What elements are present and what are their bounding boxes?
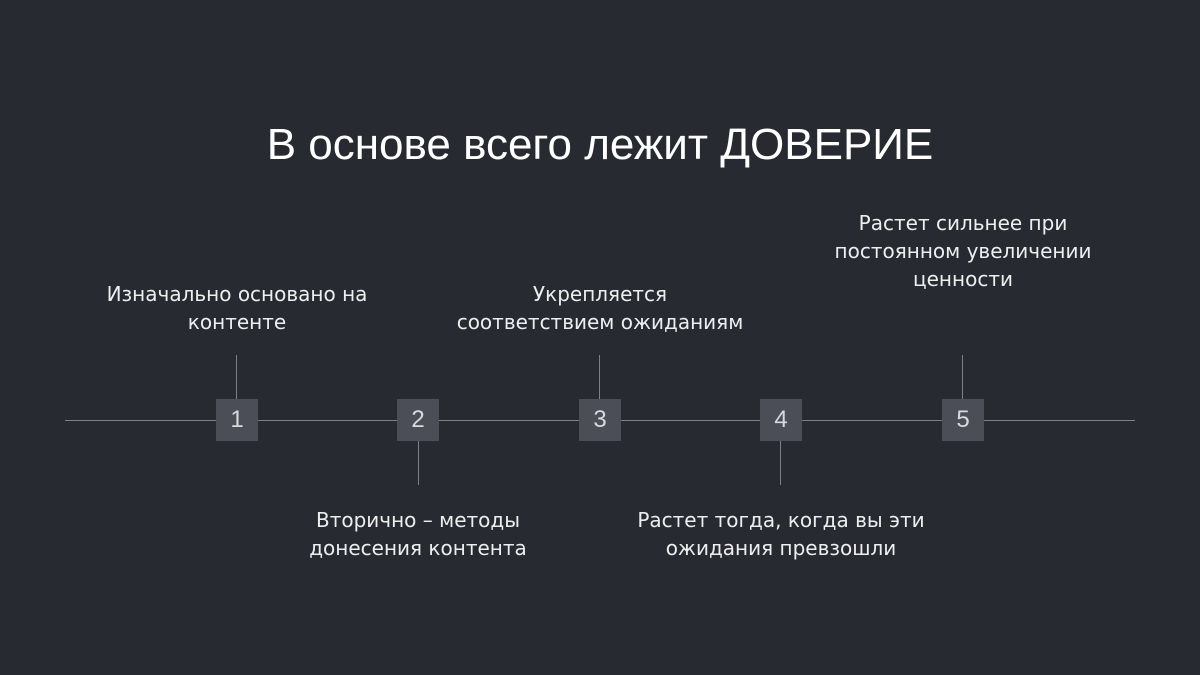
step-5-label: Растет сильнее при постоянном увеличении… [803, 209, 1123, 293]
step-4-label: Растет тогда, когда вы эти ожидания прев… [621, 506, 941, 562]
step-4-marker: 4 [760, 399, 802, 441]
step-1-label-line-1: Изначально основано на [106, 282, 368, 306]
step-4-label-line-2: ожидания превзошли [665, 536, 897, 560]
step-1-label-line-2: контенте [187, 310, 287, 334]
step-4-connector [780, 441, 781, 485]
step-2-label-line-2: донесения контента [309, 536, 527, 560]
step-3-marker: 3 [579, 399, 621, 441]
step-5-label-line-1: Растет сильнее при [858, 211, 1068, 235]
step-5-connector [962, 355, 963, 399]
step-3-label-line-2: соответствием ожиданиям [456, 310, 744, 334]
step-3-connector [599, 355, 600, 399]
step-1-marker: 1 [216, 399, 258, 441]
step-3-label: Укрепляется соответствием ожиданиям [440, 280, 760, 336]
step-2-label-line-1: Вторично – методы [315, 508, 521, 532]
step-1-connector [236, 355, 237, 399]
step-5-label-line-3: ценности [913, 267, 1013, 291]
step-2-label: Вторично – методы донесения контента [258, 506, 578, 562]
step-5-label-line-2: постоянном увеличении [834, 239, 1092, 263]
step-2-connector [418, 441, 419, 485]
step-4-label-line-1: Растет тогда, когда вы эти [637, 508, 925, 532]
slide-title: В основе всего лежит ДОВЕРИЕ [266, 120, 934, 169]
step-5-marker: 5 [942, 399, 984, 441]
step-3-label-line-1: Укрепляется [532, 282, 668, 306]
step-1-label: Изначально основано на контенте [77, 280, 397, 336]
step-2-marker: 2 [397, 399, 439, 441]
